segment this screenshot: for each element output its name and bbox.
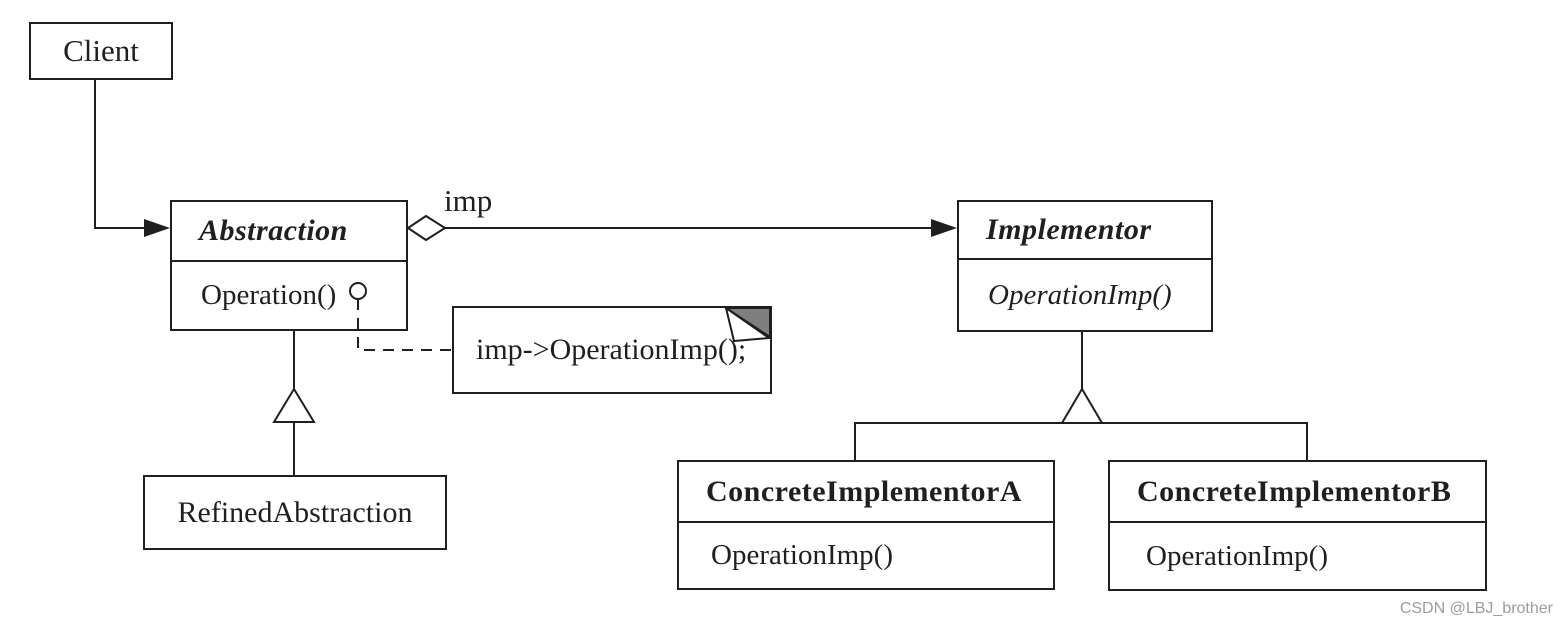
inheritance-triangle-implementor-icon <box>1062 389 1102 423</box>
arrowhead-into-implementor-icon <box>931 219 957 237</box>
class-abstraction-title: Abstraction <box>172 202 406 262</box>
class-concrete-implementor-a-title: ConcreteImplementorA <box>679 462 1053 523</box>
method-operationimp-a: OperationImp() <box>711 539 893 571</box>
class-implementor: Implementor OperationImp() <box>957 200 1213 332</box>
inheritance-triangle-abstraction-icon <box>274 389 314 422</box>
class-abstraction: Abstraction Operation() <box>170 200 408 331</box>
watermark-text: CSDN @LBJ_brother <box>1399 600 1553 617</box>
uml-note-text: imp->OperationImp(); <box>476 333 747 366</box>
class-concrete-implementor-b-title: ConcreteImplementorB <box>1110 462 1485 523</box>
uml-note: imp->OperationImp(); <box>452 306 772 394</box>
aggregation-diamond-icon <box>408 216 445 240</box>
method-operationimp-b: OperationImp() <box>1146 539 1328 572</box>
class-refined-abstraction: RefinedAbstraction <box>143 475 447 550</box>
class-abstraction-methods: Operation() <box>172 262 406 329</box>
class-concrete-implementor-a: ConcreteImplementorA OperationImp() <box>677 460 1055 590</box>
class-refined-abstraction-name: RefinedAbstraction <box>177 495 413 529</box>
client-to-abstraction-line <box>95 80 146 228</box>
class-concrete-implementor-a-methods: OperationImp() <box>679 523 1053 588</box>
class-client: Client <box>29 22 173 80</box>
concrete-implementors-branch-line <box>855 423 1307 460</box>
class-implementor-methods: OperationImp() <box>959 260 1211 330</box>
class-concrete-implementor-b-methods: OperationImp() <box>1110 523 1485 589</box>
method-operationimp-abstract: OperationImp() <box>988 278 1172 311</box>
class-client-name: Client <box>63 33 139 68</box>
aggregation-role-label: imp <box>444 183 493 218</box>
method-operation: Operation() <box>201 279 337 311</box>
class-concrete-implementor-b: ConcreteImplementorB OperationImp() <box>1108 460 1487 591</box>
class-implementor-title: Implementor <box>959 202 1211 260</box>
arrowhead-into-abstraction-icon <box>144 219 170 237</box>
